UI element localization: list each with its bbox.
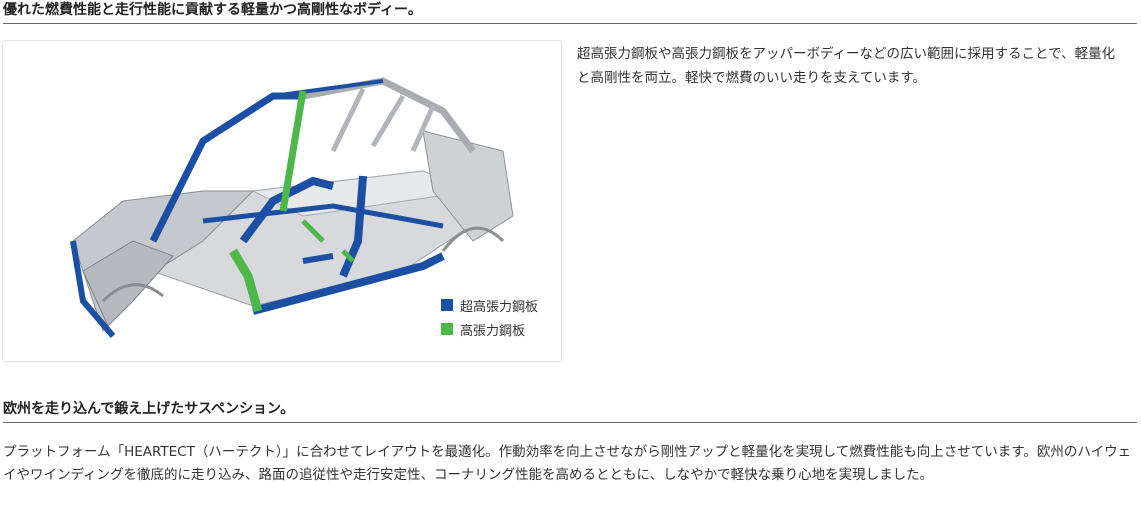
high-tensile-swatch [441, 323, 453, 335]
legend-item-ultra-high-tensile: 超高張力鋼板 [441, 293, 538, 317]
steel-legend: 超高張力鋼板 高張力鋼板 [441, 293, 538, 341]
legend-label-high-tensile: 高張力鋼板 [460, 323, 526, 339]
section-heading-suspension: 欧州を走り込んで鍛え上げたサスペンション。 [3, 401, 1137, 423]
section-heading-body: 優れた燃費性能と走行性能に貢献する軽量かつ高剛性なボディー。 [3, 2, 1137, 24]
ultra-high-tensile-swatch [441, 299, 453, 311]
body-description: 超高張力鋼板や高張力鋼板をアッパーボディーなどの広い範囲に採用することで、軽量化… [577, 46, 1116, 86]
suspension-description: プラットフォーム「HEARTECT（ハーテクト）」に合わせてレイアウトを最適化。… [3, 444, 1132, 483]
legend-item-high-tensile: 高張力鋼板 [441, 317, 538, 341]
body-structure-figure: 超高張力鋼板 高張力鋼板 [2, 40, 562, 362]
car-body-frame-illustration [70, 77, 514, 338]
legend-label-ultra-high-tensile: 超高張力鋼板 [460, 299, 539, 315]
